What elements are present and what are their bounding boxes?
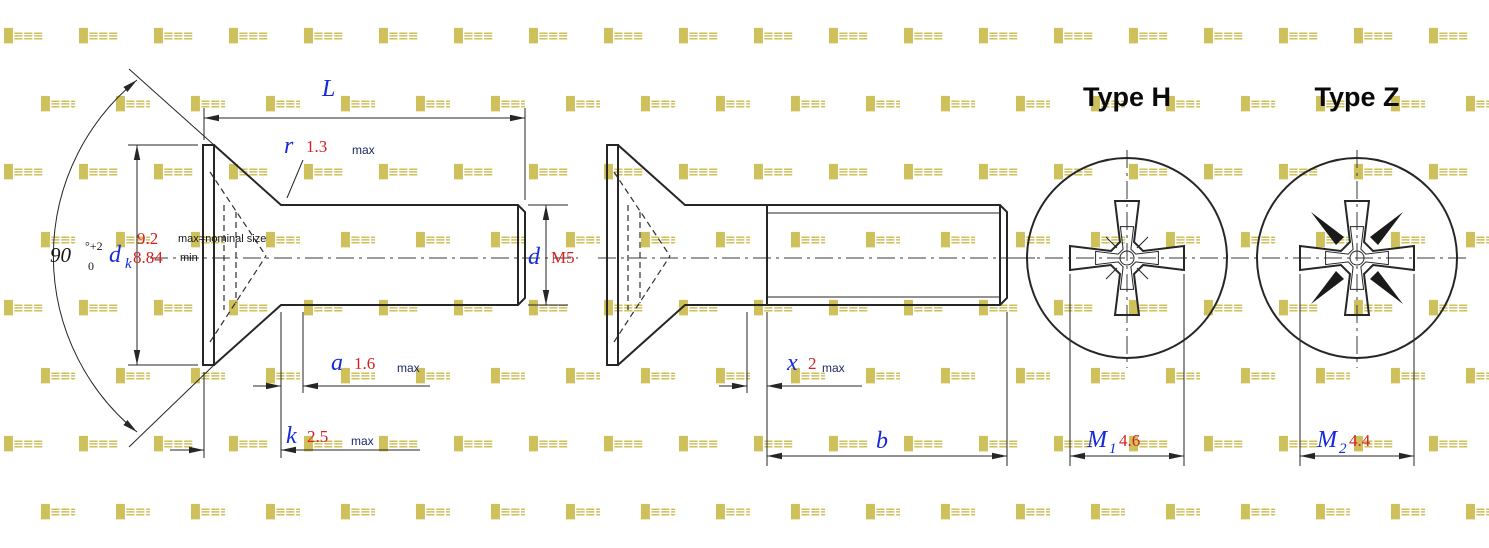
a-value: 1.6 bbox=[354, 354, 375, 373]
recess-cross-outline bbox=[1069, 200, 1185, 316]
left-screw-recess-hidden-lines bbox=[209, 171, 267, 343]
x-value: 2 bbox=[808, 354, 817, 373]
k-label: k bbox=[286, 423, 297, 449]
d-label: d bbox=[528, 244, 541, 270]
k-value: 2.5 bbox=[307, 427, 328, 446]
middle-screw-outline bbox=[606, 144, 1008, 366]
angle-upper-tolerance: °+2 bbox=[85, 239, 103, 253]
phillips-recess bbox=[1069, 200, 1185, 316]
dk-min-value: 8.84 bbox=[133, 248, 163, 267]
dk-label-subscript: k bbox=[125, 256, 132, 272]
recess-center-circle bbox=[1119, 250, 1135, 266]
d-value: M5 bbox=[551, 248, 575, 267]
x-label: x bbox=[786, 350, 798, 376]
r-note: max bbox=[352, 143, 375, 157]
type-h-title: Type H bbox=[1083, 82, 1171, 112]
centerlines bbox=[150, 150, 1468, 368]
type-h-head-circle bbox=[1026, 157, 1228, 359]
recess-cross-inner-outline bbox=[1325, 226, 1389, 290]
type-h-view: Type H M 1 4.6 bbox=[1026, 82, 1228, 466]
m2-label-subscript: 2 bbox=[1339, 441, 1347, 457]
extension-lines bbox=[1069, 274, 1185, 466]
watermark-layer bbox=[0, 14, 1489, 548]
dk-label: d bbox=[109, 242, 122, 268]
extension-lines bbox=[1299, 274, 1415, 466]
r-value: 1.3 bbox=[306, 137, 327, 156]
a-note: max bbox=[397, 361, 420, 375]
angle-lower-tolerance: 0 bbox=[88, 259, 94, 273]
k-note: max bbox=[351, 434, 374, 448]
type-z-view: Type Z M 2 4.4 bbox=[1256, 82, 1458, 466]
m1-value: 4.6 bbox=[1119, 431, 1140, 450]
angle-value: 90 bbox=[50, 243, 72, 267]
m1-label: M bbox=[1086, 427, 1109, 453]
m2-value: 4.4 bbox=[1349, 431, 1371, 450]
cone-angle-extension-lines bbox=[128, 68, 215, 448]
r-label: r bbox=[284, 133, 294, 159]
m2-label: M bbox=[1316, 427, 1339, 453]
recess-center-circle bbox=[1349, 250, 1365, 266]
recess-cross-outline bbox=[1299, 200, 1415, 316]
r-leader-line bbox=[286, 159, 304, 199]
middle-screw-recess-hidden-lines bbox=[613, 171, 671, 343]
m1-label-subscript: 1 bbox=[1109, 441, 1117, 457]
dk-max-value: 9.2 bbox=[137, 229, 158, 248]
type-z-title: Type Z bbox=[1314, 82, 1399, 112]
recess-corner-ticks bbox=[1105, 236, 1149, 280]
angle-dimension-arc bbox=[52, 79, 138, 433]
thread-root-lines bbox=[767, 212, 1000, 298]
b-label: b bbox=[876, 428, 888, 454]
recess-cross-inner-outline bbox=[1095, 226, 1159, 290]
dk-max-note: max=nominal size bbox=[178, 233, 266, 245]
x-note: max bbox=[822, 361, 845, 375]
middle-view: x 2 max b bbox=[606, 144, 1008, 466]
pozidriv-diagonal-wedges bbox=[1311, 212, 1403, 304]
pozidriv-recess bbox=[1299, 200, 1415, 316]
type-z-head-circle bbox=[1256, 157, 1458, 359]
dk-min-note: min bbox=[180, 252, 198, 264]
left-view: L r 1.3 max 90 °+2 0 d k 9.2 max=nominal… bbox=[50, 68, 575, 458]
L-label: L bbox=[321, 76, 335, 102]
a-label: a bbox=[331, 350, 343, 376]
